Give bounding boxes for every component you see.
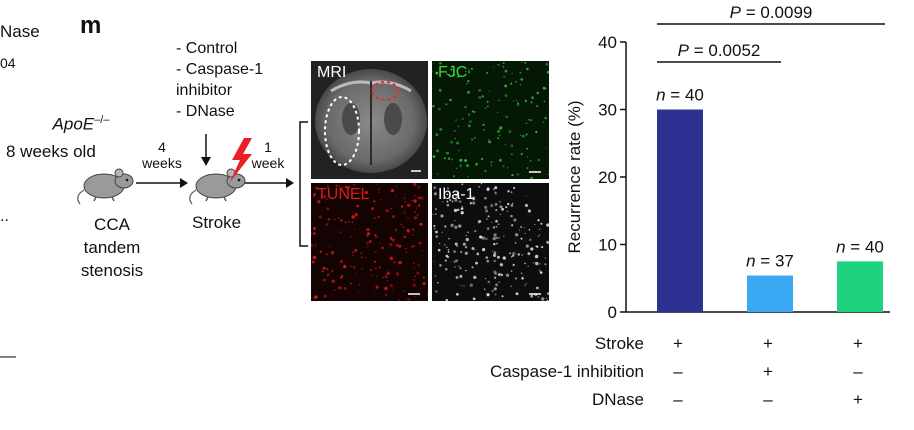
mri-brain-drawing — [315, 69, 427, 173]
cropped-text-low: — — [0, 348, 16, 365]
treatment-list: - Control - Caspase-1 inhibitor - DNase — [176, 38, 263, 122]
bar — [837, 261, 883, 312]
condition-value: + — [853, 334, 863, 353]
condition-label: Stroke — [595, 334, 644, 353]
cropped-text-top: Nase — [0, 22, 40, 41]
iba1-image: Iba-1 — [432, 183, 549, 301]
condition-value: – — [673, 362, 683, 381]
arrow-head — [286, 178, 294, 188]
fjc-staining — [432, 61, 549, 179]
significance-label: P = 0.0052 — [678, 41, 761, 60]
schematic-drawing — [77, 121, 308, 247]
condition-value: + — [763, 362, 773, 381]
surgery-label: CCA tandem stenosis — [70, 213, 154, 282]
treatment-arrow-head — [201, 157, 211, 166]
y-tick-label: 30 — [598, 101, 617, 120]
condition-value: – — [853, 362, 863, 381]
y-tick-label: 40 — [598, 33, 617, 52]
interval-2-number: 1 — [264, 139, 272, 155]
tunel-label: TUNEL — [317, 186, 370, 203]
mri-label: MRI — [317, 64, 347, 81]
condition-label: DNase — [592, 390, 644, 409]
fjc-label: FJC — [438, 64, 468, 81]
condition-value: + — [673, 334, 683, 353]
mouse-genotype: ApoE–/– — [26, 114, 136, 135]
surgery-line: stenosis — [80, 261, 144, 280]
cropped-text-sub: 04 — [0, 55, 16, 71]
y-axis-label: Recurrence rate (%) — [565, 100, 584, 253]
interval-1-unit: weeks — [142, 155, 182, 171]
y-tick-label: 10 — [598, 236, 617, 255]
condition-label: Caspase-1 inhibition — [490, 362, 644, 381]
bar — [657, 109, 703, 312]
condition-value: – — [673, 390, 683, 409]
interval-2: 1 week — [250, 139, 286, 171]
interval-2-unit: week — [251, 155, 285, 171]
interval-1-number: 4 — [158, 139, 166, 155]
treatment-item: - DNase — [176, 103, 235, 120]
bracket — [299, 121, 308, 247]
bar-n-label: n = 40 — [836, 237, 884, 256]
interval-1: 4 weeks — [140, 139, 184, 171]
y-tick-label: 0 — [608, 303, 617, 322]
arrow-head — [180, 178, 188, 188]
stroke-label: Stroke — [192, 213, 242, 232]
lightning-icon — [230, 138, 252, 182]
mouse-icon — [189, 168, 246, 205]
treatment-item: - Caspase-1 — [176, 61, 264, 78]
condition-value: + — [853, 390, 863, 409]
treatment-item: inhibitor — [176, 82, 233, 99]
mri-image: MRI — [311, 61, 428, 179]
bar — [747, 275, 793, 312]
mouse-icon — [77, 168, 134, 205]
iba1-label: Iba-1 — [438, 186, 475, 203]
fjc-image: FJC — [432, 61, 549, 179]
surgery-line: CCA — [94, 215, 130, 234]
bar-n-label: n = 40 — [656, 86, 704, 105]
condition-value: + — [763, 334, 773, 353]
genotype-name: ApoE — [52, 114, 95, 134]
panel-letter: m — [80, 12, 102, 39]
treatment-item: - Control — [176, 40, 238, 57]
tunel-staining — [311, 183, 428, 301]
tunel-image: TUNEL — [311, 183, 428, 301]
genotype-superscript: –/– — [94, 114, 110, 126]
condition-value: – — [763, 390, 773, 409]
significance-label: P = 0.0099 — [730, 3, 813, 22]
bar-n-label: n = 37 — [746, 252, 794, 271]
y-tick-label: 20 — [598, 168, 617, 187]
surgery-line: tandem — [83, 238, 141, 257]
iba1-staining — [432, 183, 549, 301]
mouse-age: 8 weeks old — [6, 142, 96, 161]
cropped-text-mid: .. — [0, 208, 9, 225]
